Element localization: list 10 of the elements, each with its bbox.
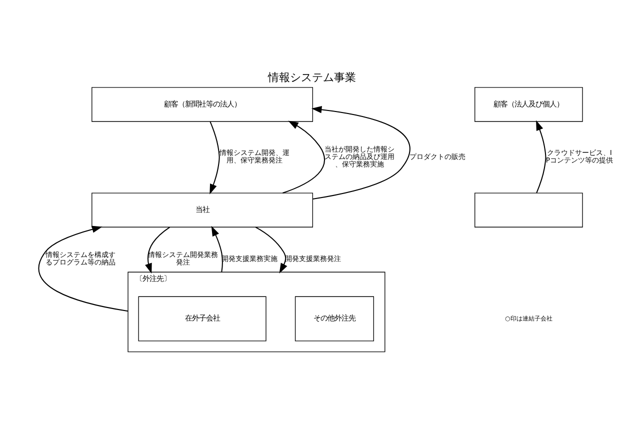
arrow: [211, 225, 223, 272]
arrow: [145, 226, 170, 274]
diagram-title: 情報システム事業: [268, 70, 356, 84]
node-box: [474, 192, 583, 227]
arrow: [311, 106, 410, 200]
arrow: [255, 226, 288, 273]
arrow: [536, 120, 546, 193]
arrow: [210, 120, 220, 194]
arrow: [38, 225, 128, 312]
arrow: [282, 120, 325, 194]
